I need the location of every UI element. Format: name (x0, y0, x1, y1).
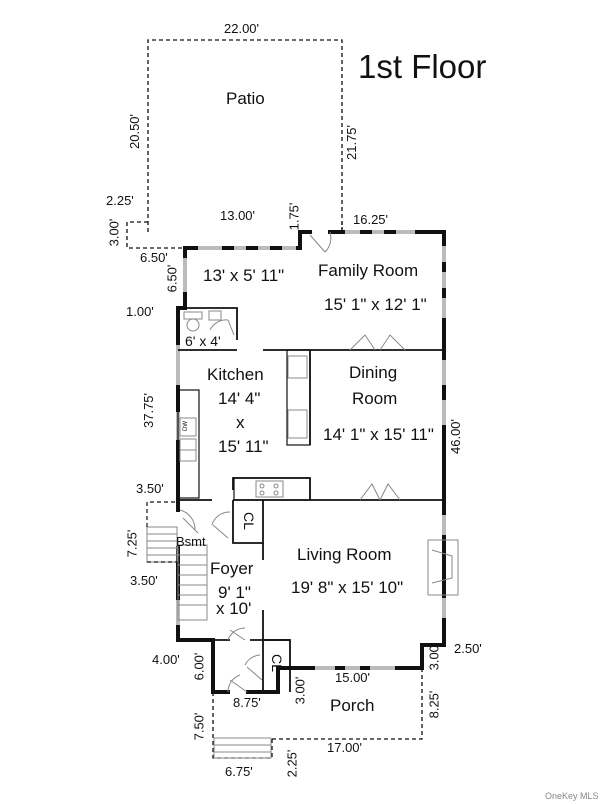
kitchen-size-3: 15' 11" (218, 437, 269, 456)
dim-right-step: 3.00' (426, 642, 442, 671)
living-room-size: 19' 8" x 15' 10" (291, 578, 404, 597)
doors (179, 231, 406, 693)
dim-patio-right: 21.75' (344, 124, 360, 161)
dim-patio-top: 22.00' (224, 21, 260, 36)
kitchen-counters (177, 349, 311, 501)
dim-mud-top: 6.50' (140, 250, 168, 265)
floor-title: 1st Floor (358, 48, 487, 85)
mudroom-size: 13' x 5' 11" (203, 266, 285, 285)
dim-patio-jog: 2.25' (106, 193, 134, 208)
dim-right-jog: 2.50' (454, 641, 482, 656)
dim-steps-depth: 2.25' (284, 749, 300, 778)
porch-steps (213, 737, 272, 759)
kitchen-label: Kitchen (207, 365, 264, 384)
dim-patio-left: 20.50' (127, 113, 143, 150)
patio-label: Patio (226, 89, 265, 108)
dim-porch-right: 8.25' (426, 690, 442, 719)
dining-room-label-1: Dining (349, 363, 398, 382)
porch-label: Porch (330, 696, 375, 715)
dim-patio-bottom: 13.00' (220, 208, 256, 223)
family-room-label: Family Room (318, 261, 419, 280)
dim-porch-inner-left: 3.00' (292, 676, 308, 705)
dim-stair-jog-bottom: 3.50' (130, 573, 158, 588)
dim-bath-jog: 1.00' (126, 304, 154, 319)
dim-left-wall: 37.75' (141, 392, 157, 429)
dim-stair-jog-top: 3.50' (136, 481, 164, 496)
foyer-size-2: x 10' (216, 599, 252, 618)
bath-size: 6' x 4' (185, 333, 221, 349)
watermark: OneKey MLS (545, 791, 599, 801)
dim-family-top: 16.25' (353, 212, 389, 227)
dining-room-label-2: Room (352, 389, 398, 408)
dishwasher-label: DW (183, 421, 189, 431)
dim-stair-side: 7.25' (124, 529, 140, 558)
foyer-size-1: 9' 1" (218, 583, 251, 602)
dim-entry-jog: 4.00' (152, 652, 180, 667)
dim-entry-side: 6.00' (191, 652, 207, 681)
dim-patio-step-left: 3.00' (106, 218, 122, 247)
closet-lower-label: CL (268, 654, 285, 672)
dim-patio-step: 1.75' (286, 202, 302, 231)
dim-right-wall: 46.00' (448, 418, 464, 455)
basement-label: Bsmt (176, 534, 206, 549)
dim-entry-bottom: 8.75' (233, 695, 261, 710)
patio-outline (126, 39, 343, 249)
dim-porch-top: 15.00' (335, 670, 371, 685)
living-room-label: Living Room (297, 545, 392, 564)
dim-porch-bottom: 17.00' (327, 740, 363, 755)
foyer-label: Foyer (210, 559, 254, 578)
dim-mud-left: 6.50' (164, 264, 180, 293)
family-room-size: 15' 1" x 12' 1" (324, 295, 427, 314)
dim-porch-left: 7.50' (191, 712, 207, 741)
dining-room-size: 14' 1" x 15' 11" (323, 425, 434, 444)
dim-steps-width: 6.75' (225, 764, 253, 779)
kitchen-size-2: x (236, 413, 245, 432)
basement-stairs (146, 501, 208, 621)
fixtures (179, 310, 459, 596)
closet-upper-label: CL (240, 512, 257, 530)
kitchen-size-1: 14' 4" (218, 389, 261, 408)
